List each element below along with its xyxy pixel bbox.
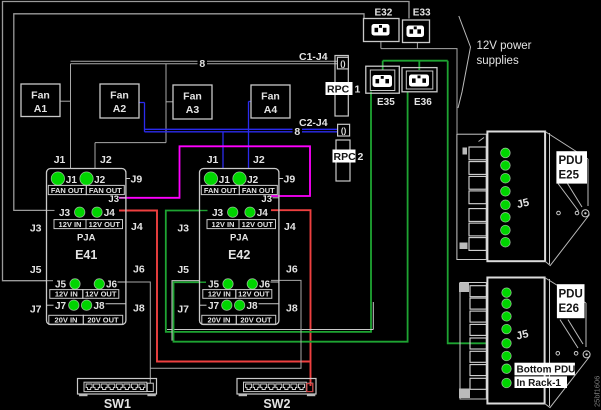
svg-text:J3: J3 (59, 208, 71, 219)
svg-text:(): () (341, 127, 347, 136)
svg-text:J4: J4 (257, 208, 269, 219)
svg-text:FAN OUT: FAN OUT (242, 186, 275, 195)
svg-text:J9: J9 (131, 173, 143, 185)
svg-text:SW2: SW2 (263, 397, 290, 410)
svg-text:2: 2 (358, 151, 364, 163)
svg-text:J6: J6 (133, 264, 145, 276)
svg-text:12V power: 12V power (477, 40, 532, 52)
svg-text:J5: J5 (515, 328, 530, 342)
svg-text:12V IN: 12V IN (212, 220, 235, 229)
svg-text:J5: J5 (55, 280, 67, 291)
svg-text:E41: E41 (75, 248, 97, 262)
svg-text:J4: J4 (284, 221, 296, 233)
svg-text:J2: J2 (100, 154, 112, 166)
svg-text:J2: J2 (247, 175, 259, 186)
svg-text:20V IN: 20V IN (208, 315, 231, 324)
svg-text:J6: J6 (106, 280, 118, 291)
svg-text:E33: E33 (413, 7, 431, 18)
svg-text:E32: E32 (375, 7, 393, 18)
svg-text:1: 1 (355, 83, 361, 95)
svg-text:J7: J7 (208, 301, 220, 312)
svg-text:A4: A4 (264, 104, 278, 116)
svg-text:E42: E42 (228, 248, 250, 262)
svg-text:J8: J8 (247, 301, 259, 312)
svg-text:(): () (340, 60, 346, 69)
svg-text:RPC: RPC (327, 83, 350, 95)
svg-text:12V OUT: 12V OUT (238, 290, 270, 299)
svg-text:Fan: Fan (261, 91, 280, 103)
svg-text:12V OUT: 12V OUT (89, 220, 121, 229)
svg-text:RPC: RPC (334, 151, 357, 163)
svg-text:E26: E26 (559, 303, 579, 315)
svg-text:J8: J8 (286, 303, 298, 315)
svg-text:25bf1606: 25bf1606 (593, 376, 601, 407)
svg-text:J5: J5 (30, 264, 42, 276)
svg-text:20V OUT: 20V OUT (240, 315, 272, 324)
svg-text:J3: J3 (261, 194, 272, 205)
svg-text:J4: J4 (131, 221, 143, 233)
svg-text:J3: J3 (108, 194, 119, 205)
svg-text:20V OUT: 20V OUT (87, 315, 119, 324)
svg-text:J7: J7 (177, 304, 189, 316)
svg-text:A2: A2 (113, 103, 127, 115)
svg-text:12V OUT: 12V OUT (85, 290, 117, 299)
svg-text:E25: E25 (559, 170, 580, 182)
svg-text:C2-J4: C2-J4 (299, 117, 328, 129)
svg-text:Bottom PDU: Bottom PDU (517, 365, 576, 376)
svg-text:J6: J6 (286, 264, 298, 276)
svg-text:Fan: Fan (183, 91, 202, 103)
svg-text:Fan: Fan (110, 90, 129, 102)
svg-text:J8: J8 (133, 303, 145, 315)
svg-text:A1: A1 (34, 103, 48, 115)
svg-text:J3: J3 (212, 208, 224, 219)
svg-text:J3: J3 (30, 223, 42, 235)
svg-text:PJA: PJA (77, 233, 96, 244)
svg-text:J3: J3 (177, 223, 189, 235)
svg-text:PDU: PDU (559, 289, 583, 301)
svg-text:In Rack-1: In Rack-1 (517, 378, 562, 389)
svg-text:J8: J8 (94, 301, 106, 312)
svg-text:FAN OUT: FAN OUT (51, 186, 84, 195)
svg-text:A3: A3 (186, 104, 200, 116)
svg-text:PJA: PJA (230, 233, 249, 244)
svg-text:12V OUT: 12V OUT (242, 220, 274, 229)
svg-text:J1: J1 (207, 154, 219, 166)
svg-text:E35: E35 (377, 97, 395, 108)
svg-text:12V IN: 12V IN (208, 290, 231, 299)
svg-text:C1-J4: C1-J4 (299, 51, 328, 63)
svg-text:12V IN: 12V IN (55, 290, 78, 299)
svg-text:FAN OUT: FAN OUT (89, 186, 122, 195)
svg-text:FAN OUT: FAN OUT (204, 186, 237, 195)
svg-text:J5: J5 (177, 264, 189, 276)
svg-text:J1: J1 (54, 154, 66, 166)
svg-text:8: 8 (199, 58, 205, 70)
svg-text:8: 8 (294, 126, 300, 138)
svg-text:J2: J2 (94, 175, 106, 186)
svg-text:Fan: Fan (31, 90, 50, 102)
svg-text:J1: J1 (219, 175, 231, 186)
svg-text:SW1: SW1 (104, 397, 131, 410)
svg-text:J4: J4 (104, 208, 116, 219)
svg-text:supplies: supplies (477, 55, 519, 67)
svg-text:J5: J5 (208, 280, 220, 291)
svg-text:J1: J1 (66, 175, 78, 186)
svg-text:J9: J9 (284, 173, 296, 185)
svg-text:20V IN: 20V IN (55, 315, 78, 324)
svg-text:J2: J2 (253, 154, 265, 166)
svg-text:J7: J7 (30, 304, 42, 316)
svg-text:12V IN: 12V IN (59, 220, 82, 229)
svg-text:PDU: PDU (559, 155, 583, 167)
svg-text:E36: E36 (414, 97, 432, 108)
svg-text:J6: J6 (259, 280, 271, 291)
svg-text:J5: J5 (516, 197, 531, 211)
svg-text:J7: J7 (55, 301, 67, 312)
